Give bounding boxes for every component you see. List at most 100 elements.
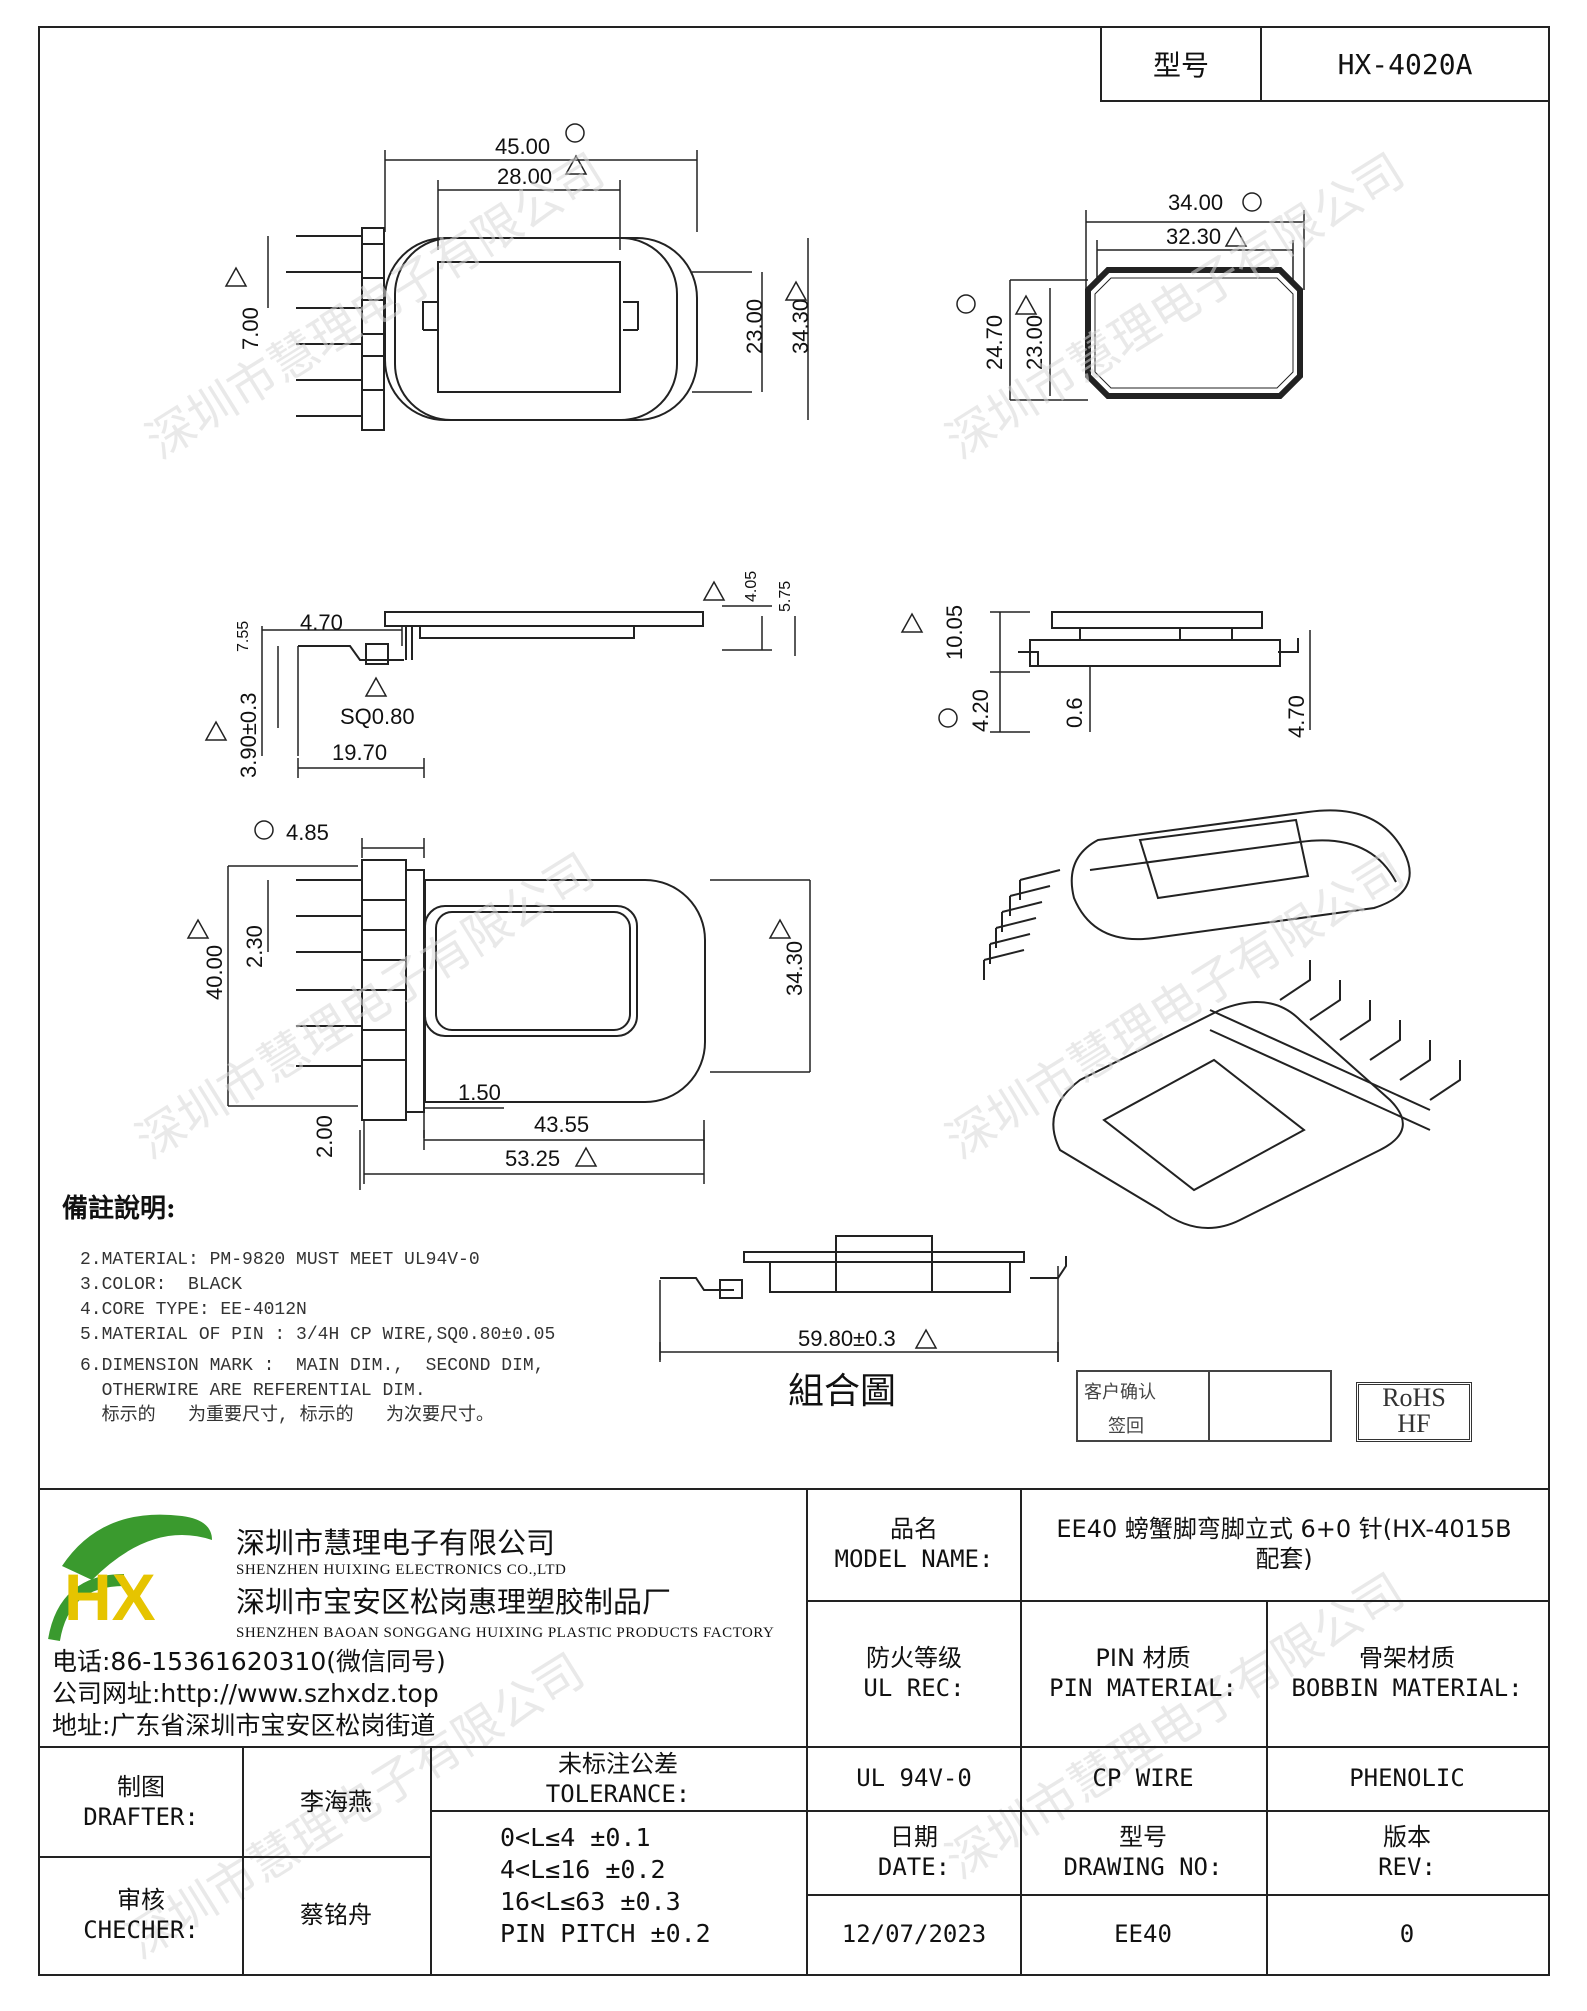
rev-value: 0: [1399, 1920, 1415, 1948]
dim-45: 45.00: [495, 134, 550, 159]
model-label: 型号: [1102, 28, 1262, 100]
dim-23: 23.00: [742, 299, 767, 354]
ul-value: UL 94V-0: [856, 1764, 972, 1792]
isometric-view-2: [1052, 960, 1461, 1229]
checker-name: 蔡铭舟: [300, 1901, 372, 1929]
checker-label-en: CHECHER:: [83, 1916, 199, 1944]
drawing-no-value: EE40: [1114, 1920, 1172, 1948]
watermark-1: 深圳市慧理电子有限公司: [137, 143, 614, 470]
side-view: [261, 605, 796, 778]
title-block: [38, 1488, 1550, 1978]
dim-23-end: 23.00: [1022, 315, 1047, 370]
side-view-2: [990, 611, 1311, 733]
top-view: [267, 150, 809, 431]
customer-confirm-label: 客户确认: [1084, 1382, 1156, 1403]
tolerance-line: 4<L≤16 ±0.2: [500, 1855, 666, 1884]
note-line: 3.COLOR: BLACK: [80, 1275, 243, 1295]
model-name-value-2: 配套): [1255, 1545, 1313, 1573]
company-name-en: SHENZHEN HUIXING ELECTRONICS CO.,LTD: [236, 1562, 567, 1578]
company-name-cn: 深圳市慧理电子有限公司: [236, 1526, 556, 1560]
date-label-cell: 日期 DATE:: [806, 1810, 1022, 1896]
bobbin-value-cell: PHENOLIC: [1266, 1746, 1550, 1812]
rev-label-cn: 版本: [1383, 1823, 1431, 1851]
dim-2-00: 2.00: [312, 1115, 337, 1158]
customer-return-label: 签回: [1108, 1416, 1144, 1437]
note-line: OTHERWIRE ARE REFERENTIAL DIM.: [80, 1381, 426, 1401]
customer-confirm-box: 客户确认 签回: [1076, 1370, 1332, 1442]
dim-4-70: 4.70: [300, 610, 343, 635]
dim-5-75: 5.75: [777, 581, 794, 612]
ul-label-cell: 防火等级 UL REC:: [806, 1600, 1022, 1748]
bottom-view: [227, 838, 811, 1190]
dim-34-30-bot: 34.30: [782, 941, 807, 996]
notes-title: 備註說明:: [62, 1194, 176, 1224]
tolerance-line: 16<L≤63 ±0.3: [500, 1887, 681, 1916]
combination-view: [659, 1235, 1067, 1362]
date-value: 12/07/2023: [841, 1920, 987, 1948]
pin-label-cell: PIN 材质 PIN MATERIAL:: [1020, 1600, 1268, 1748]
model-value: HX-4020A: [1337, 47, 1473, 81]
date-value-cell: 12/07/2023: [806, 1894, 1022, 1976]
dim-3-90: 3.90±0.3: [236, 693, 261, 778]
logo-text: HX: [64, 1560, 156, 1634]
rohs-hf-mark: RoHS HF: [1356, 1382, 1472, 1442]
model-name-value-cell: EE40 螃蟹脚弯脚立式 6+0 针(HX-4015B 配套): [1020, 1488, 1550, 1602]
website-text: 公司网址:http://www.szhxdz.top: [52, 1679, 439, 1708]
model-name-en: MODEL NAME:: [834, 1545, 994, 1573]
pin-label-en: PIN MATERIAL:: [1049, 1674, 1237, 1702]
isometric-view-1: [983, 809, 1411, 980]
rev-value-cell: 0: [1266, 1894, 1550, 1976]
drafter-name: 李海燕: [300, 1788, 372, 1816]
second-dim-marks: [254, 123, 1262, 840]
phone-text: 电话:86-15361620310(微信同号): [52, 1647, 446, 1676]
checker-label-cell: 审核 CHECHER:: [38, 1856, 244, 1976]
address-text: 地址:广东省深圳市宝安区松岗街道: [52, 1711, 436, 1740]
pin-label-cn: PIN 材质: [1095, 1644, 1191, 1672]
watermark-3: 深圳市慧理电子有限公司: [127, 843, 604, 1170]
drawing-no-label-cell: 型号 DRAWING NO:: [1020, 1810, 1268, 1896]
dim-53-25: 53.25: [505, 1146, 560, 1171]
dim-43-55: 43.55: [534, 1112, 589, 1137]
tolerance-label-cn: 未标注公差: [558, 1750, 678, 1778]
dim-7: 7.00: [238, 307, 263, 350]
dim-28: 28.00: [497, 164, 552, 189]
drawing-no-label-cn: 型号: [1119, 1823, 1167, 1851]
contact-info: 电话:86-15361620310(微信同号) 公司网址:http://www.…: [52, 1646, 446, 1742]
tolerance-values: 0<L≤4 ±0.1 4<L≤16 ±0.2 16<L≤63 ±0.3 PIN …: [500, 1822, 711, 1950]
dim-1-50: 1.50: [458, 1080, 501, 1105]
dim-4-20: 4.20: [968, 689, 993, 732]
bobbin-value: PHENOLIC: [1349, 1764, 1465, 1792]
rev-label-cell: 版本 REV:: [1266, 1810, 1550, 1896]
dim-40: 40.00: [202, 945, 227, 1000]
ul-label-en: UL REC:: [863, 1674, 965, 1702]
notes-list: 2.MATERIAL: PM-9820 MUST MEET UL94V-0 3.…: [80, 1248, 555, 1429]
tolerance-label-cell: 未标注公差 TOLERANCE:: [430, 1746, 808, 1812]
rev-label-en: REV:: [1378, 1853, 1436, 1881]
note-line: 4.CORE TYPE: EE-4012N: [80, 1300, 307, 1320]
drafter-label-en: DRAFTER:: [83, 1803, 199, 1831]
model-name-cn: 品名: [890, 1515, 938, 1543]
hf-text: HF: [1397, 1409, 1431, 1438]
dim-4-05: 4.05: [743, 571, 760, 602]
note-line: 2.MATERIAL: PM-9820 MUST MEET UL94V-0: [80, 1250, 480, 1270]
dim-19-70: 19.70: [332, 740, 387, 765]
end-view: [1009, 210, 1305, 401]
model-header: 型号 HX-4020A: [1100, 26, 1550, 102]
dim-32-30: 32.30: [1166, 224, 1221, 249]
pin-value-cell: CP WIRE: [1020, 1746, 1268, 1812]
note-line: 标示的 为重要尺寸, 标示的 为次要尺寸。: [80, 1406, 495, 1426]
pin-value: CP WIRE: [1092, 1764, 1194, 1792]
ul-value-cell: UL 94V-0: [806, 1746, 1022, 1812]
combination-label: 組合圖: [788, 1371, 897, 1412]
date-label-en: DATE:: [877, 1853, 951, 1881]
tolerance-line: PIN PITCH ±0.2: [500, 1919, 711, 1948]
note-line: 5.MATERIAL OF PIN : 3/4H CP WIRE,SQ0.80±…: [80, 1325, 556, 1345]
checker-name-cell: 蔡铭舟: [242, 1856, 432, 1976]
drawing-no-value-cell: EE40: [1020, 1894, 1268, 1976]
dim-10-05: 10.05: [942, 605, 967, 660]
dim-sq: SQ0.80: [340, 704, 415, 729]
drafter-name-cell: 李海燕: [242, 1746, 432, 1858]
company-logo: HX: [48, 1514, 212, 1642]
factory-name-en: SHENZHEN BAOAN SONGGANG HUIXING PLASTIC …: [236, 1625, 775, 1641]
